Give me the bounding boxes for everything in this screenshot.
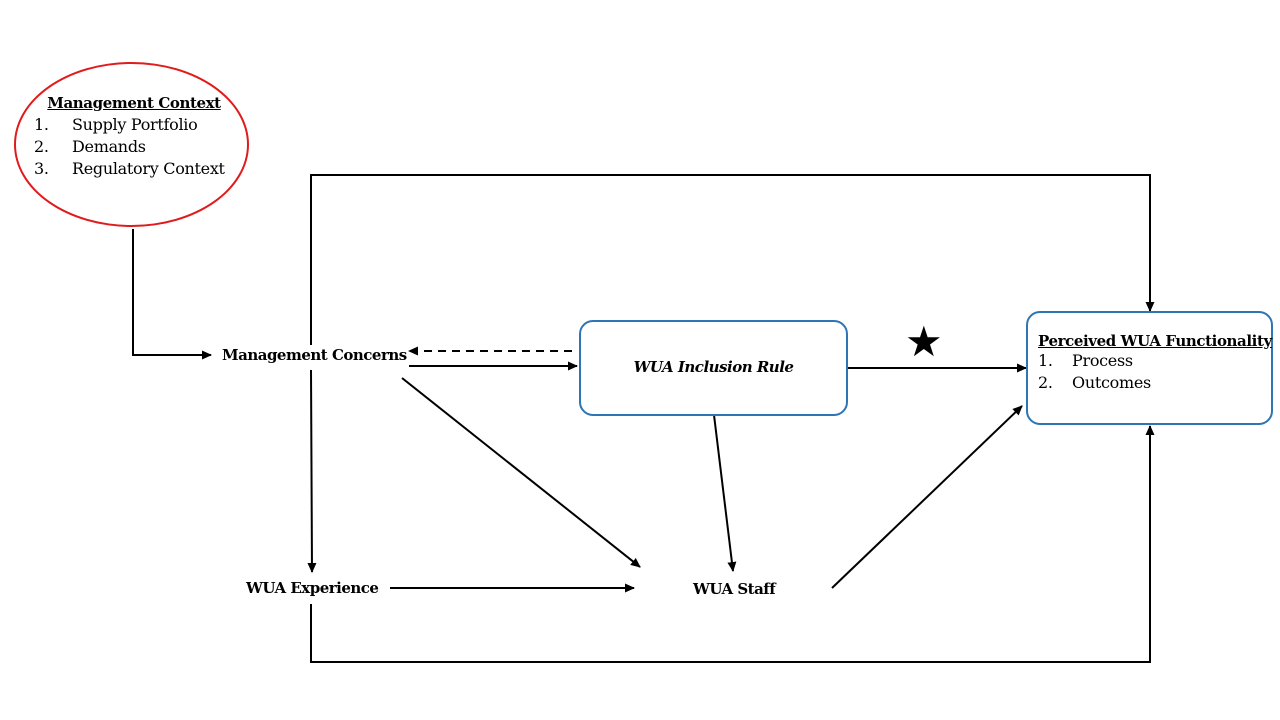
inclusion-rule-box: WUA Inclusion Rule: [579, 320, 848, 416]
management-context-title: Management Context: [47, 94, 221, 112]
edge-concerns-to-experience: [307, 369, 317, 573]
edge-experience-to-functionality-bottom: [310, 425, 1155, 663]
list-item: 1. Supply Portfolio: [34, 115, 198, 134]
perceived-functionality-content: Perceived WUA Functionality 1. Process 2…: [1038, 332, 1273, 394]
management-context-node: Management Context 1. Supply Portfolio 2…: [34, 94, 244, 180]
edge-concerns-to-functionality-top: [310, 174, 1155, 345]
edge-rule-to-staff: [713, 414, 737, 572]
star-icon: ★: [905, 317, 943, 366]
inclusion-rule-label: WUA Inclusion Rule: [633, 358, 794, 376]
wua-experience-node: WUA Experience: [246, 579, 379, 597]
list-item: 3. Regulatory Context: [34, 159, 225, 178]
edge-context-to-concerns: [132, 229, 212, 360]
list-item: 2. Outcomes: [1038, 373, 1151, 392]
management-context-ellipse: [14, 62, 249, 227]
management-concerns-node: Management Concerns: [222, 346, 407, 364]
perceived-functionality-list: 1. Process 2. Outcomes: [1038, 350, 1273, 394]
list-item: 1. Process: [1038, 351, 1133, 370]
wua-staff-node: WUA Staff: [693, 580, 776, 598]
list-item: 2. Demands: [34, 137, 146, 156]
perceived-functionality-box: Perceived WUA Functionality 1. Process 2…: [1026, 311, 1273, 425]
edge-concerns-to-staff: [401, 377, 641, 568]
edge-staff-to-functionality: [831, 405, 1023, 589]
perceived-functionality-title: Perceived WUA Functionality: [1038, 332, 1272, 350]
management-context-list: 1. Supply Portfolio 2. Demands 3. Regula…: [34, 114, 244, 180]
